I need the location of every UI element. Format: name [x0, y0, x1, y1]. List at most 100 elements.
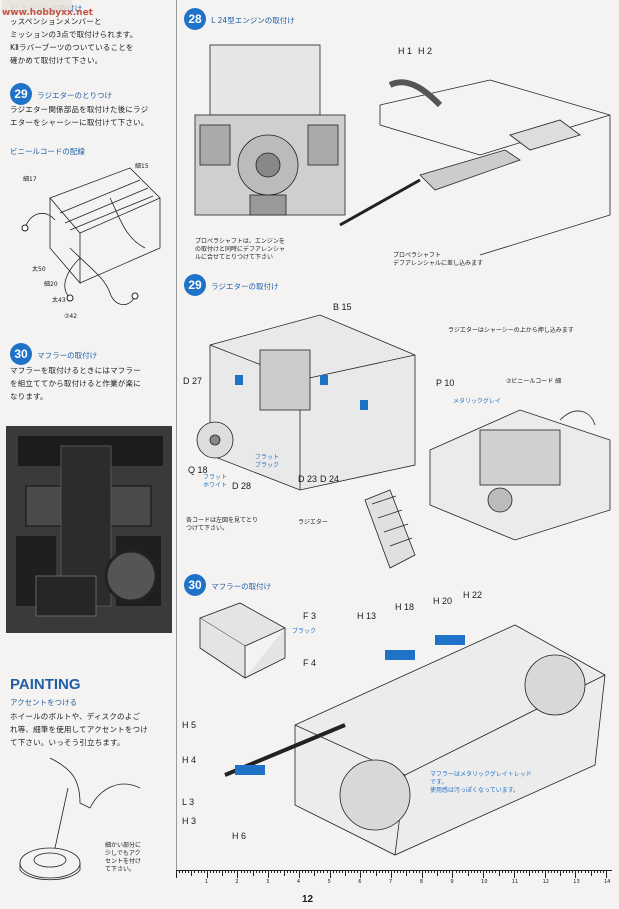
- ruler-tick: [212, 870, 214, 873]
- ruler-tick: [572, 870, 574, 873]
- painting-text: ホイールのボルトや、ディスクのよご れ等、細筆を使用してアクセントをつけ て下さ…: [10, 710, 175, 749]
- step-title: ラジエターのとりつけ: [37, 91, 113, 100]
- ruler-tick: [464, 870, 466, 873]
- paint-flat-white: フラット ホワイト: [203, 474, 227, 490]
- ruler-label: 9: [450, 879, 454, 885]
- text-line: エターをシャーシーに取付けて下さい。: [10, 118, 149, 127]
- intro-line: 確かめて取付けて下さい。: [10, 56, 103, 65]
- ruler-tick: [240, 870, 242, 873]
- text-line: デフアレンシャルに差し込みます: [393, 260, 484, 267]
- ruler-tick: [418, 870, 420, 873]
- ruler-tick: [280, 870, 282, 873]
- ruler-tick: [427, 870, 429, 873]
- painting-subtitle: アクセントをつける: [10, 698, 78, 707]
- ruler-tick: [556, 870, 558, 873]
- text-line: 細かい部分に: [105, 842, 142, 849]
- radiator-label: ラジエター: [298, 519, 328, 526]
- ruler-tick: [590, 870, 592, 876]
- vinyl-label: ⑦42: [64, 313, 78, 320]
- step-badge: 29: [184, 274, 206, 296]
- ruler-tick: [498, 870, 500, 876]
- column-divider: [176, 0, 177, 870]
- ruler-tick: [176, 870, 177, 878]
- ruler-tick: [252, 870, 254, 876]
- part-label: L 3: [182, 797, 195, 807]
- ruler-label: 5: [327, 879, 331, 885]
- ruler-tick: [225, 870, 227, 873]
- text-line: ルに合せてとりつけて下さい: [195, 254, 274, 261]
- ruler-tick: [434, 870, 435, 873]
- ruler-tick: [289, 870, 291, 873]
- ruler-tick: [477, 870, 478, 873]
- ruler-tick: [246, 870, 248, 873]
- step-title: ラジエターの取付け: [211, 282, 279, 291]
- vinyl-cord-title: ビニールコードの配線: [10, 147, 85, 156]
- ruler-tick: [550, 870, 552, 873]
- ruler-tick: [366, 870, 368, 873]
- step-title: L 24型エンジンの取付け: [211, 16, 295, 25]
- ruler-tick: [584, 870, 586, 873]
- ruler-tick: [569, 870, 571, 873]
- ruler-tick: [292, 870, 294, 873]
- ruler-tick: [298, 870, 300, 878]
- step-badge: 30: [10, 343, 32, 365]
- muffler-note: マフラーはメタリックグレイ＋レッド です。 使用感は汚っぽくなっています。: [430, 771, 560, 795]
- ruler-tick: [317, 870, 319, 873]
- ruler-tick: [381, 870, 383, 873]
- text-line: ブラック: [255, 462, 280, 469]
- ruler-tick: [219, 870, 220, 873]
- muffler-box-illustration: [199, 602, 286, 679]
- text-line: プロペラシャフト: [393, 252, 441, 259]
- part-label: D 28: [232, 481, 252, 491]
- text-line: マフラーを取付けるときにはマフラー: [10, 366, 141, 375]
- text-line: つけて下さい。: [186, 525, 229, 532]
- ruler-tick: [578, 870, 580, 873]
- text-line: て下さい。: [105, 866, 136, 873]
- ruler-label: 12: [542, 879, 549, 885]
- ruler-tick: [440, 870, 442, 873]
- part-label: D 23: [298, 474, 318, 484]
- wheel-painting-illustration: [19, 757, 141, 881]
- ruler-tick: [341, 870, 343, 873]
- ruler-tick: [200, 870, 202, 873]
- ruler-tick: [606, 870, 607, 878]
- ruler-tick: [314, 870, 316, 876]
- ruler-label: 3: [266, 879, 270, 885]
- ruler-tick: [596, 870, 598, 873]
- ruler-tick: [470, 870, 472, 873]
- ruler-tick: [535, 870, 537, 873]
- page-number: 12: [302, 894, 314, 905]
- ruler-label: 11: [511, 879, 519, 885]
- ruler-tick: [372, 870, 374, 873]
- part-label: H 6: [232, 831, 247, 841]
- ruler-tick: [495, 870, 497, 873]
- text-line: 使用感は汚っぽくなっています。: [430, 787, 520, 794]
- ruler-tick: [344, 870, 346, 876]
- ruler-tick: [461, 870, 463, 873]
- ruler-tick: [547, 870, 549, 873]
- text-line: セントを付け: [105, 858, 142, 865]
- ruler-tick: [268, 870, 270, 878]
- ruler-label: 2: [235, 879, 239, 885]
- ruler-tick: [437, 870, 439, 876]
- part-label: H 1: [398, 46, 413, 56]
- ruler-tick: [501, 870, 503, 873]
- ruler-tick: [553, 870, 555, 873]
- part-label: F 3: [303, 611, 317, 621]
- part-label: H 20: [433, 596, 453, 606]
- text-line: です。: [430, 779, 448, 786]
- vinyl-label: 太43: [52, 297, 66, 304]
- ruler-tick: [179, 870, 181, 873]
- ruler-tick: [320, 870, 322, 873]
- ruler-tick: [526, 870, 528, 873]
- ruler-tick: [354, 870, 356, 873]
- ruler-label: 8: [419, 879, 423, 885]
- ruler-tick: [234, 870, 236, 873]
- part-label: H 3: [182, 816, 197, 826]
- ruler-label: 14: [604, 879, 611, 885]
- step30-header: 30 マフラーの取付け: [184, 574, 271, 596]
- watermark-logo: www.hobbyxx.net: [2, 0, 93, 18]
- ruler-tick: [489, 870, 491, 873]
- ruler-tick: [566, 870, 568, 873]
